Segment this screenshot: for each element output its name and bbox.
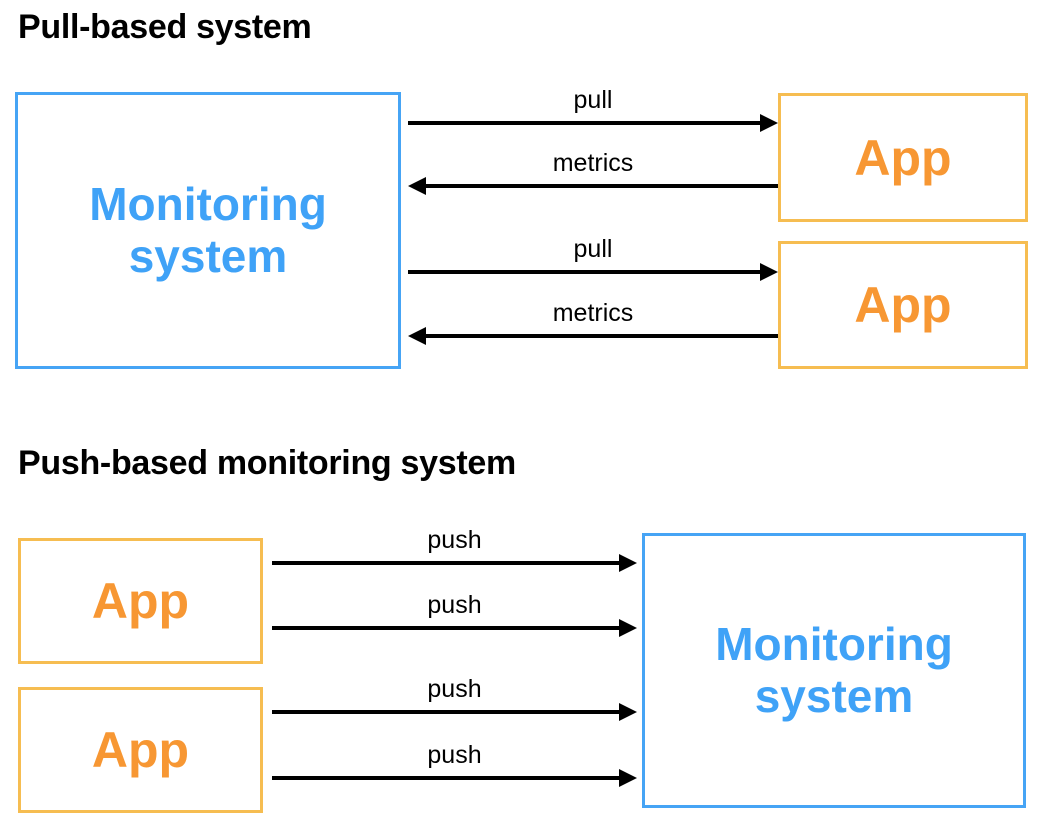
pull-app-box-2: App [778,241,1028,369]
push-monitoring-system-label: Monitoring system [715,617,953,722]
push-app-label-1: App [91,573,190,629]
pull-arrow-1 [408,112,778,134]
push-app-box-2: App [18,687,263,813]
push-arrow-label-3: push [427,675,482,703]
push-arrow-label-2: push [427,591,482,619]
metrics-arrow-1 [408,175,778,197]
push-arrow-1 [272,552,637,574]
pull-arrow-2 [408,261,778,283]
pull-monitoring-system-label: Monitoring system [89,177,327,282]
push-arrow-3 [272,701,637,723]
pull-app-label-1: App [854,129,952,186]
metrics-arrow-label-1: metrics [552,149,634,177]
push-section-title: Push-based monitoring system [18,444,516,482]
push-arrow-label-4: push [427,741,482,769]
push-arrow-4 [272,767,637,789]
pull-arrow-label-1: pull [573,86,613,114]
push-monitoring-system-box: Monitoring system [642,533,1026,808]
pull-monitoring-system-box: Monitoring system [15,92,401,369]
pull-app-label-2: App [854,277,952,333]
push-app-box-1: App [18,538,263,664]
pull-app-box-1: App [778,93,1028,222]
metrics-arrow-2 [408,325,778,347]
push-app-label-2: App [91,722,190,778]
push-arrow-2 [272,617,637,639]
pull-section-title: Pull-based system [18,8,312,46]
metrics-arrow-label-2: metrics [552,299,634,327]
push-arrow-label-1: push [427,526,482,554]
pull-arrow-label-2: pull [573,235,613,263]
